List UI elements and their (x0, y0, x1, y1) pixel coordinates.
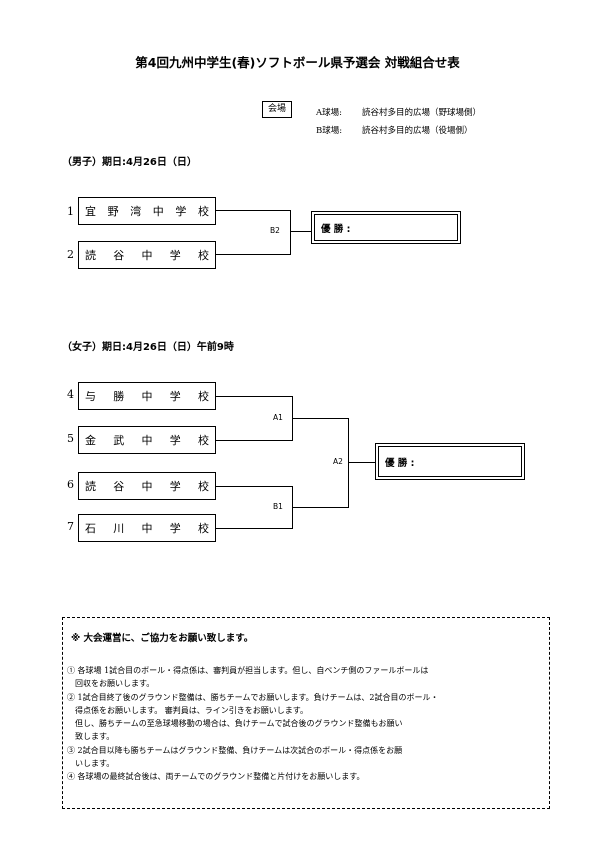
match-a2: A2 (333, 457, 343, 466)
notice-body: ① 各球場 1試合目のボール・得点係は、審判員が担当します。但し、自ベンチ側のフ… (67, 664, 537, 784)
girls-seed-6: 6 (67, 478, 74, 491)
match-b2: B2 (270, 226, 280, 235)
team-char: 学 (169, 522, 181, 535)
notice-line: ② 1試合目終了後のグラウンド整備は、勝ちチームでお願いします。負けチームは、2… (67, 692, 439, 702)
venue-a-name: A球場: (316, 108, 343, 118)
team-char: 宜 (85, 205, 96, 218)
venue-b-place: 読谷村多目的広場（役場側） (362, 126, 473, 136)
team-char: 金 (85, 434, 96, 447)
notice-heading: ※ 大会運営に、ご協力をお願い致します。 (71, 633, 254, 644)
team-char: 学 (169, 480, 181, 493)
notice-line: 回収をお願いします。 (67, 679, 155, 689)
team-char: 中 (141, 480, 153, 493)
venue-a-place: 読谷村多目的広場（野球場側） (362, 108, 482, 118)
girls-team-7: 石 川 中 学 校 (78, 514, 216, 542)
team-char: 石 (85, 522, 96, 535)
boys-heading: （男子）期日:4月26日（日） (62, 157, 197, 168)
bracket-line (292, 418, 349, 419)
team-char: 湾 (130, 205, 142, 218)
team-char: 野 (107, 205, 119, 218)
team-char: 読 (85, 480, 96, 493)
boys-team-2: 読 谷 中 学 校 (78, 241, 216, 269)
boys-team-1: 宜 野 湾 中 学 校 (78, 197, 216, 225)
team-char: 与 (85, 390, 96, 403)
team-char: 谷 (113, 249, 125, 262)
team-char: 校 (198, 480, 209, 493)
team-char: 武 (113, 434, 125, 447)
notice-line: 得点係をお願いします。 審判員は、ライン引きをお願いします。 (67, 705, 308, 715)
venue-b: B球場: 読谷村多目的広場（役場側） (316, 124, 536, 136)
boys-seed-1: 1 (67, 205, 74, 218)
team-char: 川 (113, 522, 125, 535)
team-char: 中 (152, 205, 164, 218)
girls-team-6: 読 谷 中 学 校 (78, 472, 216, 500)
notice-box: ※ 大会運営に、ご協力をお願い致します。 ① 各球場 1試合目のボール・得点係は… (62, 617, 550, 809)
bracket-line (290, 231, 312, 232)
team-char: 校 (198, 390, 209, 403)
bracket-line (216, 486, 293, 487)
venue-label: 会場 (262, 101, 292, 118)
notice-line: 但し、勝ちチームの至急球場移動の場合は、負けチームで試合後のグラウンド整備もお願… (67, 719, 403, 729)
team-char: 校 (198, 249, 209, 262)
notice-line: ④ 各球場の最終試合後は、両チームでのグラウンド整備と片付けをお願いします。 (67, 772, 365, 782)
girls-team-5: 金 武 中 学 校 (78, 426, 216, 454)
bracket-line (216, 210, 291, 211)
team-char: 学 (169, 390, 181, 403)
venue-b-name: B球場: (316, 126, 343, 136)
bracket-line (348, 418, 349, 508)
team-char: 学 (175, 205, 187, 218)
boys-seed-2: 2 (67, 248, 74, 261)
team-char: 学 (169, 434, 181, 447)
team-char: 学 (169, 249, 181, 262)
notice-line: ① 各球場 1試合目のボール・得点係は、審判員が担当します。但し、自ベンチ側のフ… (67, 666, 429, 675)
team-char: 谷 (113, 480, 125, 493)
bracket-line (216, 396, 293, 397)
bracket-line (216, 528, 293, 529)
notice-line: いします。 (67, 759, 115, 769)
team-char: 校 (198, 522, 209, 535)
girls-champion-box: 優 勝 : (375, 443, 525, 480)
team-char: 勝 (113, 390, 125, 403)
team-char: 中 (141, 249, 153, 262)
match-b1: B1 (273, 502, 283, 511)
girls-heading: （女子）期日:4月26日（日）午前9時 (62, 342, 234, 353)
bracket-line (216, 440, 293, 441)
girls-seed-5: 5 (67, 432, 74, 445)
bracket-line (216, 254, 291, 255)
team-char: 校 (197, 205, 209, 218)
notice-line: 致します。 (67, 732, 115, 742)
notice-line: ③ 2試合目以降も勝ちチームはグラウンド整備、負けチームは次試合のボール・得点係… (67, 745, 403, 755)
team-char: 読 (85, 249, 96, 262)
team-char: 中 (141, 434, 153, 447)
team-char: 中 (141, 390, 153, 403)
bracket-line (290, 210, 291, 255)
venue-a: A球場: 読谷村多目的広場（野球場側） (316, 106, 536, 118)
girls-seed-4: 4 (67, 388, 74, 401)
team-char: 校 (198, 434, 209, 447)
boys-champion-label: 優 勝 : (314, 214, 458, 241)
match-a1: A1 (273, 413, 283, 422)
bracket-line (348, 462, 376, 463)
page-title: 第4回九州中学生(春)ソフトボール県予選会 対戦組合せ表 (135, 55, 460, 70)
team-char: 中 (141, 522, 153, 535)
girls-champion-label: 優 勝 : (378, 446, 522, 477)
girls-team-4: 与 勝 中 学 校 (78, 382, 216, 410)
girls-seed-7: 7 (67, 520, 74, 533)
bracket-line (292, 507, 349, 508)
boys-champion-box: 優 勝 : (311, 211, 461, 244)
